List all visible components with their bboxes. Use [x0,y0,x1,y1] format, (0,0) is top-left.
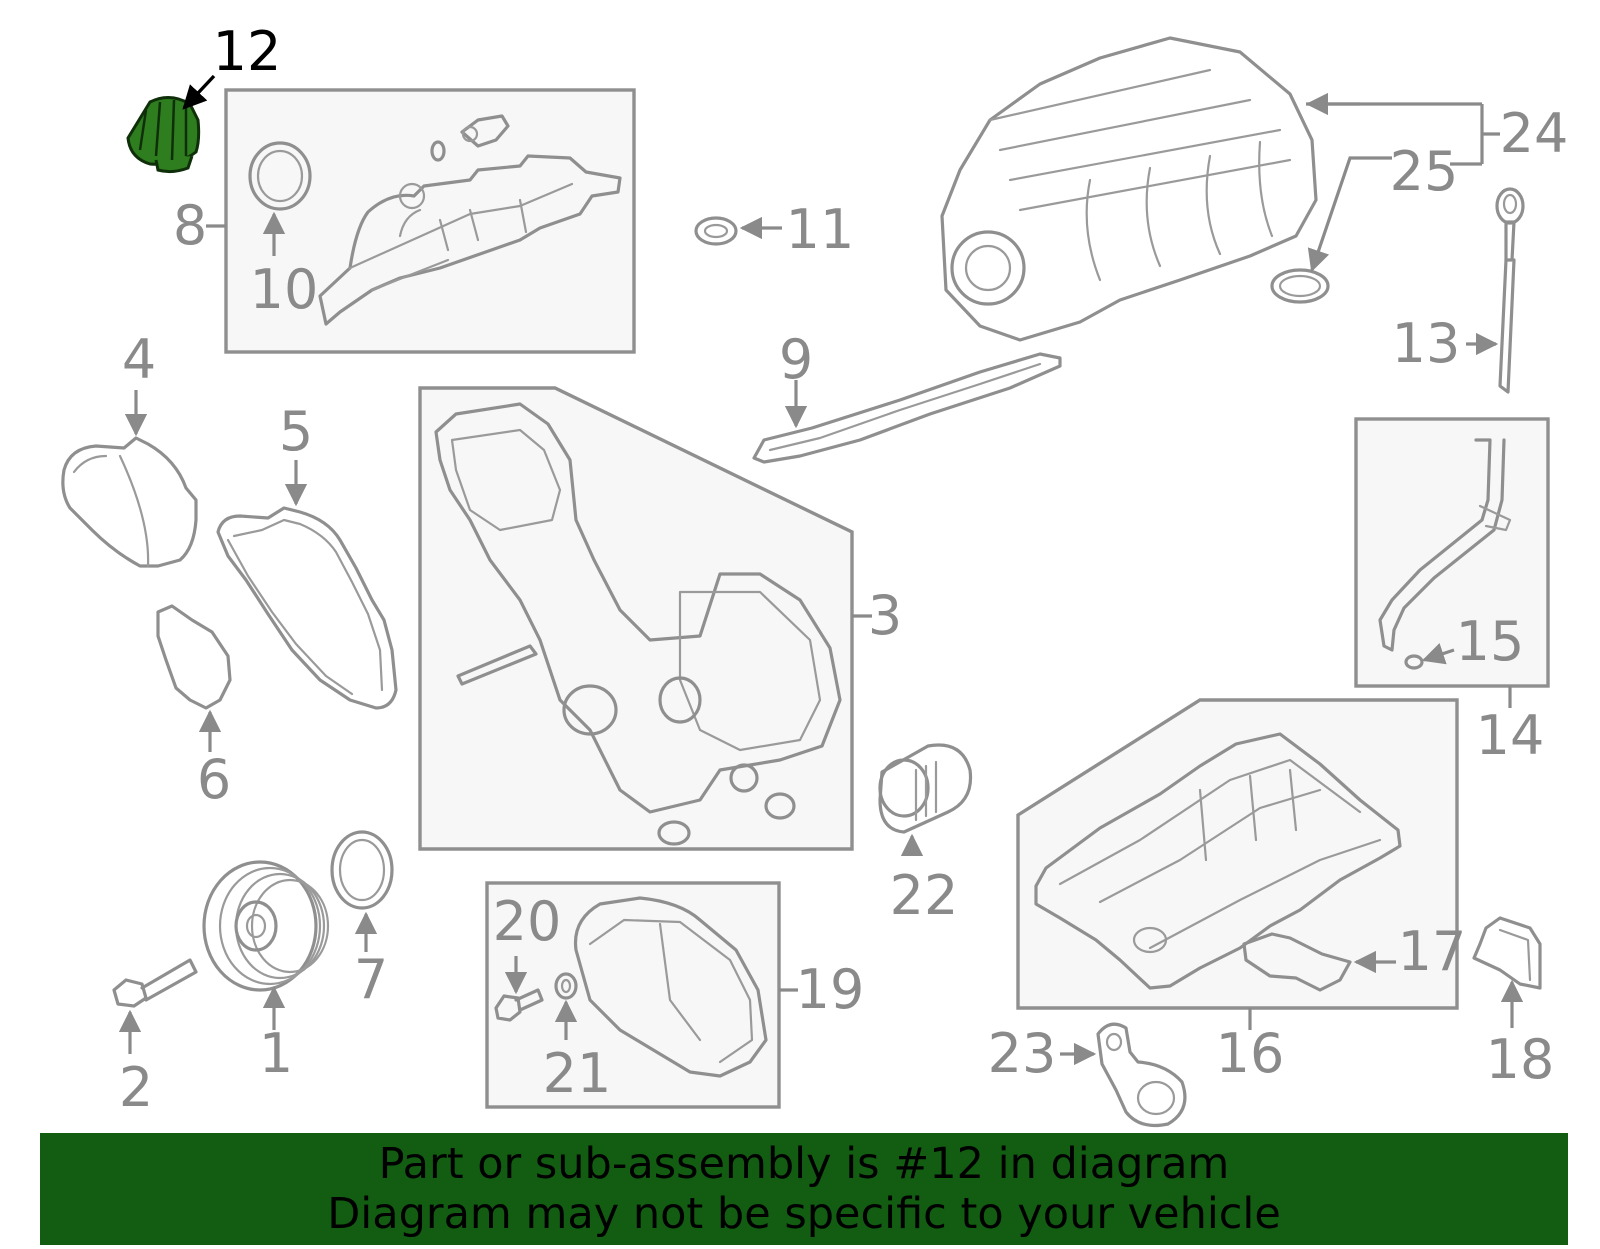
callout-7: 7 [354,948,388,1011]
pulley-part-1[interactable] [202,860,330,992]
banner-line-1: Part or sub-assembly is #12 in diagram [378,1139,1230,1189]
callout-18: 18 [1486,1028,1555,1091]
callout-3: 3 [868,584,902,647]
cover-part-4[interactable] [61,436,198,568]
callout-14: 14 [1476,704,1545,767]
oring-part-11[interactable] [694,216,738,246]
callout-4: 4 [122,328,156,391]
gasket-part-25[interactable] [1270,268,1330,304]
info-banner: Part or sub-assembly is #12 in diagram D… [40,1133,1568,1245]
banner-line-2: Diagram may not be specific to your vehi… [327,1189,1281,1239]
callout-1: 1 [259,1022,293,1085]
leader-24 [1306,102,1500,166]
group-box-8 [224,88,636,354]
gasket-part-5[interactable] [216,506,398,710]
callout-16: 16 [1216,1022,1285,1085]
bolt-part-2[interactable] [112,958,198,1008]
seal-part-7[interactable] [330,830,394,910]
oil-filler-cap-part-12[interactable] [126,96,201,174]
callout-5: 5 [279,400,313,463]
bracket-part-18[interactable] [1472,916,1542,990]
callout-6: 6 [197,748,231,811]
intake-manifold-part-24[interactable] [940,36,1318,342]
valve-cover-part-8[interactable] [318,154,622,326]
callout-23: 23 [988,1022,1057,1085]
callout-8: 8 [173,194,207,257]
leader-12 [182,74,216,110]
callout-13: 13 [1392,312,1461,375]
callout-25: 25 [1390,140,1459,203]
drain-bolt-part-20[interactable] [494,988,544,1022]
callout-24: 24 [1500,102,1569,165]
leader-25 [1307,156,1392,273]
group-box-16 [1016,698,1459,1010]
sensor-and-oring [430,114,510,162]
oil-tube-part-14[interactable] [1378,438,1512,652]
group-box-3 [418,386,854,851]
timing-cover-part-3[interactable] [434,402,842,846]
callout-12: 12 [213,20,282,83]
callout-19: 19 [796,958,865,1021]
leader-15 [1421,642,1455,665]
washer-part-21[interactable] [554,972,578,1000]
callout-17: 17 [1398,920,1467,983]
baffle-part-17[interactable] [1242,932,1352,992]
callout-22: 22 [890,864,959,927]
gasket-part-9[interactable] [752,352,1062,464]
group-box-14 [1354,417,1550,688]
gasket-part-6[interactable] [156,604,232,710]
callout-20: 20 [493,890,562,953]
callout-11: 11 [786,198,855,261]
callout-15: 15 [1456,610,1525,673]
lower-oil-pan-part-19[interactable] [573,896,768,1078]
oil-strainer-part-23[interactable] [1096,1022,1187,1128]
oil-seal-part-10[interactable] [248,141,312,211]
upper-oil-pan-part-16[interactable] [1034,732,1402,990]
oil-filter-part-22[interactable] [878,743,973,834]
callout-21: 21 [543,1042,612,1105]
callout-2: 2 [119,1056,153,1119]
dipstick-part-13[interactable] [1495,187,1525,394]
callout-9: 9 [779,328,813,391]
callout-10: 10 [250,258,319,321]
